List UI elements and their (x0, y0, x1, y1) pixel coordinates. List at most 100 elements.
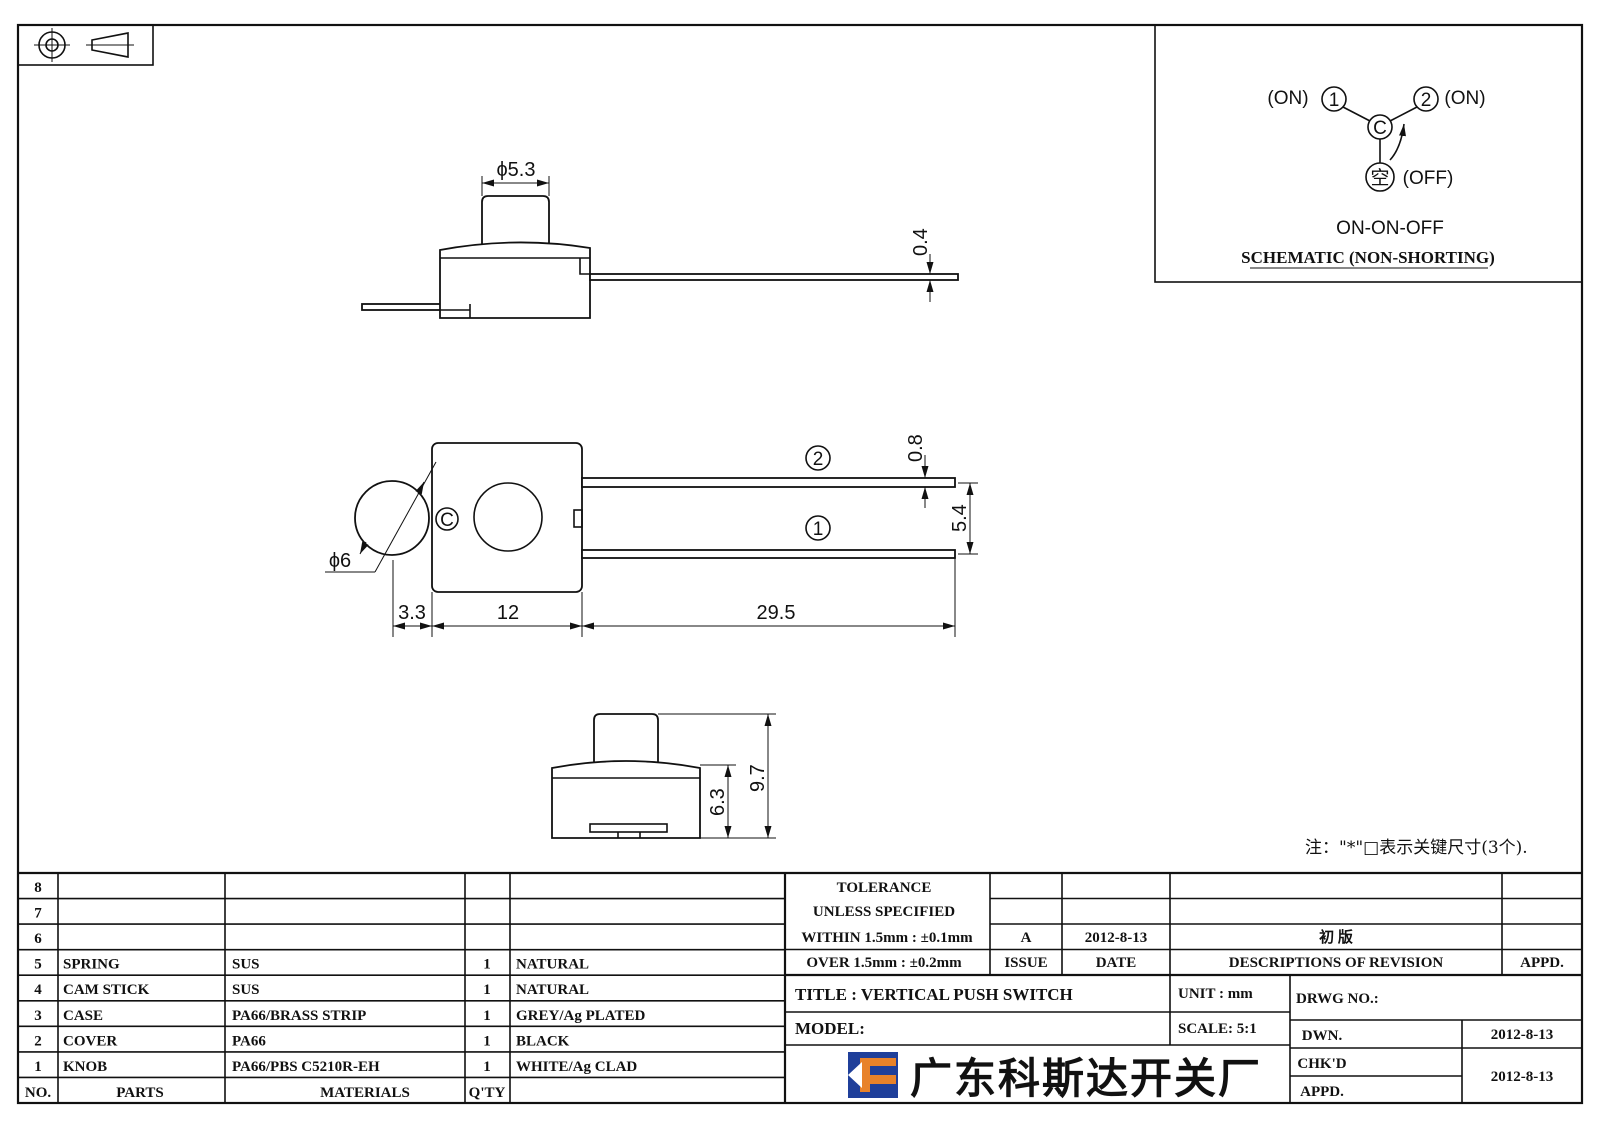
parts-row-material: PA66 (232, 1033, 266, 1049)
side-view: ϕ5.3 0.4 (361, 159, 959, 319)
dim-29-5: 29.5 (757, 602, 796, 624)
pin2-label: 2 (1421, 90, 1432, 111)
lead-1-label: 1 (813, 519, 824, 540)
revision-issue: A (1021, 930, 1032, 946)
revision-desc: 初 版 (1319, 928, 1353, 946)
common-marker-label: C (440, 510, 454, 531)
drawing-border (16, 23, 1584, 1105)
revision-date: 2012-8-13 (1085, 930, 1148, 946)
parts-row-part: KNOB (63, 1059, 107, 1075)
lead-2-label: 2 (813, 449, 824, 470)
schematic-caption: SCHEMATIC (NON-SHORTING) (1241, 248, 1495, 267)
pin1-label: 1 (1329, 90, 1340, 111)
cam-circle (354, 480, 430, 556)
parts-row-material: PA66/BRASS STRIP (232, 1008, 366, 1024)
body-height-dim: 6.3 (707, 788, 729, 816)
off-circle (1365, 162, 1395, 192)
company-name: 广东科斯达开关厂 (910, 1054, 1260, 1103)
parts-row-part: SPRING (63, 957, 120, 973)
parts-row-qty: 1 (483, 1033, 491, 1049)
tolerance-line-2: UNLESS SPECIFIED (813, 904, 955, 920)
pin2-circle (1413, 86, 1439, 112)
top-body (431, 442, 583, 593)
checked-date: 2012-8-13 (1491, 1069, 1554, 1085)
lead-pitch-dim: 5.4 (949, 504, 971, 532)
parts-row-qty: 1 (483, 1059, 491, 1075)
parts-row-finish: WHITE/Ag CLAD (516, 1059, 637, 1075)
parts-row-finish: NATURAL (516, 982, 589, 998)
checked-label: CHK'D (1297, 1056, 1346, 1072)
key-dimension-note: 注："*"□表示关键尺寸(3个). (1305, 838, 1528, 858)
header-no: NO. (25, 1085, 52, 1101)
drawing-title: TITLE : VERTICAL PUSH SWITCH (795, 985, 1073, 1004)
parts-row-no: 2 (34, 1033, 42, 1049)
parts-row-material: PA66/PBS C5210R-EH (232, 1059, 380, 1075)
rev-header-issue: ISSUE (1004, 955, 1047, 971)
dim-12: 12 (497, 602, 519, 624)
lead-2 (581, 477, 956, 488)
parts-row-finish: NATURAL (516, 957, 589, 973)
drawn-label: DWN. (1302, 1028, 1343, 1044)
parts-row-finish: BLACK (516, 1033, 570, 1049)
common-marker (435, 507, 459, 531)
model-label: MODEL: (795, 1019, 865, 1038)
top-view: C 2 1 ϕ6 0.8 5.4 3.3 12 29.5 (325, 434, 978, 637)
lead-width-dim: 0.8 (905, 434, 927, 462)
header-qty: Q'TY (469, 1085, 506, 1101)
top-knob (473, 482, 543, 552)
front-view: 6.3 9.7 (551, 713, 776, 839)
schematic-panel: (ON) 1 2 (ON) C 空 (OFF) ON-ON-OFF SCHEMA… (1154, 24, 1583, 283)
tolerance-line-1: TOLERANCE (837, 880, 932, 896)
total-height-dim: 9.7 (747, 764, 769, 792)
unit-label: UNIT : mm (1178, 986, 1253, 1002)
rev-header-date: DATE (1096, 955, 1137, 971)
scale-label: SCALE: 5:1 (1178, 1021, 1257, 1037)
rev-header-desc: DESCRIPTIONS OF REVISION (1229, 955, 1444, 971)
parts-row-no: 1 (34, 1059, 42, 1075)
switch-mode-label: ON-ON-OFF (1336, 218, 1444, 239)
lead-thickness-dim: 0.4 (910, 228, 932, 256)
side-knob (481, 195, 550, 246)
header-materials: MATERIALS (320, 1085, 410, 1101)
company-logo-icon (848, 1052, 898, 1098)
parts-row-no: 4 (34, 982, 42, 998)
parts-row-material: SUS (232, 982, 260, 998)
projection-symbol-icon (17, 24, 154, 66)
dim-3-3: 3.3 (398, 602, 426, 624)
side-body (439, 241, 591, 319)
parts-row-no: 3 (34, 1008, 42, 1024)
pin1-state-label: (ON) (1267, 88, 1308, 109)
front-knob (593, 713, 659, 766)
drawing-number-label: DRWG NO.: (1296, 991, 1379, 1007)
tolerance-line-4: OVER 1.5mm : ±0.2mm (806, 955, 962, 971)
parts-row-finish: GREY/Ag PLATED (516, 1008, 645, 1024)
approved-label: APPD. (1300, 1084, 1344, 1100)
parts-row-no: 6 (34, 931, 42, 947)
parts-row-qty: 1 (483, 1008, 491, 1024)
drawn-date: 2012-8-13 (1491, 1027, 1554, 1043)
tolerance-line-3: WITHIN 1.5mm : ±0.1mm (801, 930, 973, 946)
side-right-lead (589, 273, 959, 281)
common-label: C (1373, 118, 1387, 139)
off-state-label: (OFF) (1403, 168, 1454, 189)
rev-header-appd: APPD. (1520, 955, 1564, 971)
parts-row-no: 7 (34, 906, 42, 922)
parts-row-no: 5 (34, 957, 42, 973)
parts-row-part: CAM STICK (63, 982, 150, 998)
switch-arrow-icon (1389, 123, 1406, 161)
pin1-circle (1321, 86, 1347, 112)
knob-diameter-dim: ϕ5.3 (496, 159, 535, 181)
parts-row-qty: 1 (483, 982, 491, 998)
header-parts: PARTS (116, 1085, 164, 1101)
parts-row-no: 8 (34, 880, 42, 896)
lead-1 (581, 549, 956, 559)
front-body (551, 760, 701, 839)
pin2-state-label: (ON) (1444, 88, 1485, 109)
parts-row-material: SUS (232, 957, 260, 973)
parts-row-part: COVER (63, 1033, 117, 1049)
parts-row-part: CASE (63, 1008, 103, 1024)
parts-row-qty: 1 (483, 957, 491, 973)
cam-diameter-dim: ϕ6 (329, 550, 351, 572)
